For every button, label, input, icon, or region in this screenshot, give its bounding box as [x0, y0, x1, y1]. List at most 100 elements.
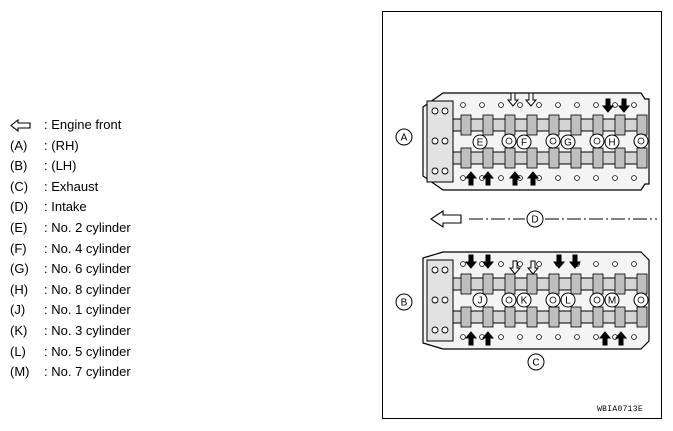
exhaust-arrow	[508, 171, 522, 186]
legend-key: (E)	[10, 219, 28, 235]
cam-lobe	[548, 114, 560, 136]
edge-bolt	[498, 102, 504, 108]
cam-lobe	[614, 114, 626, 136]
label-D: D	[526, 210, 544, 228]
exhaust-arrow	[526, 171, 540, 186]
intake-arrow	[506, 92, 520, 107]
legend-key: (A)	[10, 137, 28, 153]
cylinder-label-J-text: J	[478, 296, 483, 307]
label-B-circle	[395, 293, 413, 311]
cylinder-label-F-text: F	[521, 138, 527, 149]
legend-desc: No. 3 cylinder	[44, 321, 130, 342]
cylinder-label-M-text: M	[608, 296, 616, 307]
cylinder-label-F-circle	[516, 134, 532, 150]
camshaft	[452, 277, 644, 291]
bolt	[441, 266, 449, 274]
edge-bolt	[593, 261, 599, 267]
cylinder-label-H: H	[604, 134, 620, 150]
exhaust-arrow	[464, 254, 478, 269]
edge-bolt	[593, 102, 599, 108]
engine-front-arrow-icon	[10, 115, 32, 132]
cylinder-label-E: E	[472, 134, 488, 150]
edge-bolt	[536, 261, 542, 267]
cam-lobe	[460, 114, 472, 136]
edge-bolt	[631, 175, 637, 181]
cam-lobe	[592, 147, 604, 169]
cam-lobe	[570, 114, 582, 136]
cylinder-label-K: K	[516, 292, 532, 308]
cylinder-label-J: J	[472, 292, 488, 308]
legend-desc: No. 1 cylinder	[44, 300, 130, 321]
cylinder-label-G-circle	[560, 134, 576, 150]
legend-key: (J)	[10, 302, 26, 318]
cam-lobe	[526, 114, 538, 136]
bolt	[441, 167, 449, 175]
label-B-text: B	[401, 298, 408, 309]
bolt	[431, 266, 439, 274]
plug-hole-inner	[593, 296, 601, 304]
cylinder-head-lh	[422, 251, 650, 350]
legend-key: (G)	[10, 261, 29, 277]
legend-desc: No. 2 cylinder	[44, 218, 130, 239]
plug-hole-inner	[637, 137, 645, 145]
legend-desc-engine-front: Engine front	[44, 115, 121, 136]
front-arrow-icon	[430, 209, 462, 229]
cylinder-label-L: L	[560, 292, 576, 308]
cam-lobe	[526, 147, 538, 169]
plug-hole-inner	[505, 296, 513, 304]
edge-bolt	[574, 175, 580, 181]
bolt	[441, 326, 449, 334]
label-C-circle	[527, 353, 545, 371]
exhaust-arrow	[568, 254, 582, 269]
bolt	[431, 326, 439, 334]
legend-desc: No. 6 cylinder	[44, 259, 130, 280]
legend-desc: No. 8 cylinder	[44, 280, 130, 301]
label-D-circle	[526, 210, 544, 228]
edge-bolt	[555, 175, 561, 181]
cylinder-label-M: M	[604, 292, 620, 308]
cam-lobe	[614, 273, 626, 295]
plug-hole-inner	[637, 296, 645, 304]
cam-lobe	[548, 147, 560, 169]
legend-desc: No. 7 cylinder	[44, 362, 130, 383]
cylinder-label-L-text: L	[565, 296, 571, 307]
legend-key: (C)	[10, 178, 29, 194]
cylinder-label-M-circle	[604, 292, 620, 308]
legend-desc: (RH)	[44, 136, 78, 157]
bolt	[441, 296, 449, 304]
edge-bolt	[536, 334, 542, 340]
legend-key: (K)	[10, 322, 28, 338]
edge-bolt	[498, 175, 504, 181]
edge-bolt	[574, 334, 580, 340]
cylinder-label-E-circle	[472, 134, 488, 150]
edge-bolt	[460, 261, 466, 267]
head-outline	[422, 251, 650, 350]
legend-desc: Intake	[44, 197, 86, 218]
head-outline	[422, 92, 650, 191]
edge-bolt	[517, 102, 523, 108]
edge-bolt	[479, 102, 485, 108]
cam-lobe	[614, 147, 626, 169]
cam-lobe	[636, 114, 648, 136]
exhaust-arrow	[617, 98, 631, 113]
exhaust-arrow	[614, 331, 628, 346]
label-A-circle	[395, 128, 413, 146]
edge-bolt	[593, 334, 599, 340]
cylinder-label-F: F	[516, 134, 532, 150]
bolt	[431, 167, 439, 175]
legend-key: (L)	[10, 343, 26, 359]
exhaust-arrow	[598, 331, 612, 346]
plug-hole-inner	[549, 137, 557, 145]
plug-hole-inner	[505, 137, 513, 145]
edge-bolt	[460, 175, 466, 181]
cam-lobe	[548, 306, 560, 328]
cylinder-label-J-circle	[472, 292, 488, 308]
cam-lobe	[504, 147, 516, 169]
legend-key: (B)	[10, 158, 28, 174]
cam-lobe	[592, 114, 604, 136]
bolt	[431, 296, 439, 304]
cam-lobe	[504, 306, 516, 328]
legend-key: (D)	[10, 199, 29, 215]
